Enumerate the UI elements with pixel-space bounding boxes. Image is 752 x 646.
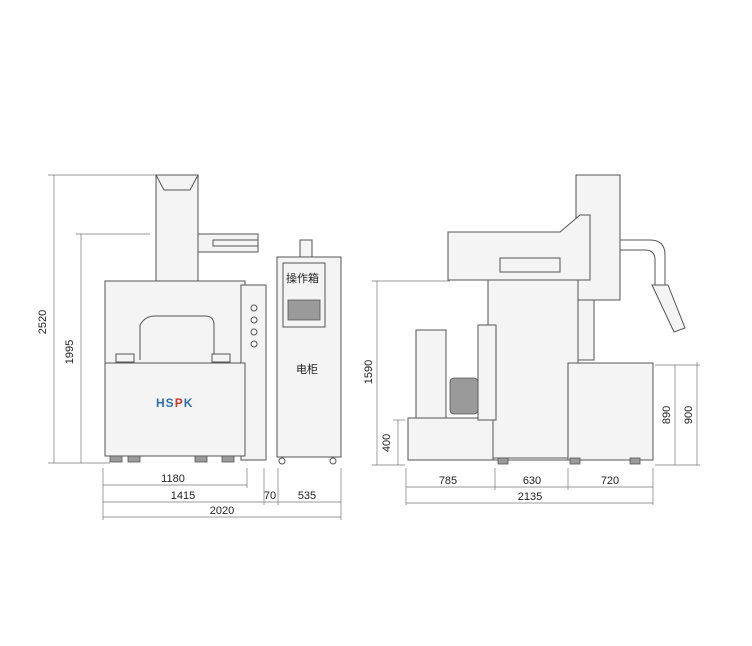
side-main-body [487, 279, 579, 459]
dim-width-630: 630 [523, 475, 541, 487]
brand-logo: HSPK [156, 396, 193, 410]
side-fluid-tank [407, 417, 494, 461]
pump-motor [449, 377, 479, 415]
side-view: 1590 400 890 900 785 630 720 2135 [363, 174, 700, 505]
dim-width-2135: 2135 [518, 491, 542, 503]
dim-width-720: 720 [601, 475, 619, 487]
dim-height-2520: 2520 [37, 310, 49, 334]
dim-height-1995: 1995 [64, 340, 76, 364]
side-work-tank [567, 362, 654, 461]
dim-height-900: 900 [683, 406, 695, 424]
dim-height-890: 890 [661, 406, 673, 424]
dim-width-1415: 1415 [171, 490, 195, 502]
z-axis-column [155, 174, 199, 289]
dim-width-535: 535 [298, 490, 316, 502]
cabinet-label: 电柜 [296, 363, 318, 376]
dim-width-2020: 2020 [210, 505, 234, 517]
operation-box-label: 操作箱 [286, 271, 319, 285]
machine-upper-frame [104, 280, 246, 364]
dim-height-1590: 1590 [363, 360, 375, 384]
front-view: 2520 1995 HSPK 操作箱 电柜 [37, 174, 342, 520]
dim-gap-70: 70 [264, 490, 276, 502]
dim-height-400: 400 [381, 434, 393, 452]
machine-base [104, 362, 246, 457]
dim-width-785: 785 [439, 475, 457, 487]
dim-width-1180: 1180 [161, 473, 185, 485]
